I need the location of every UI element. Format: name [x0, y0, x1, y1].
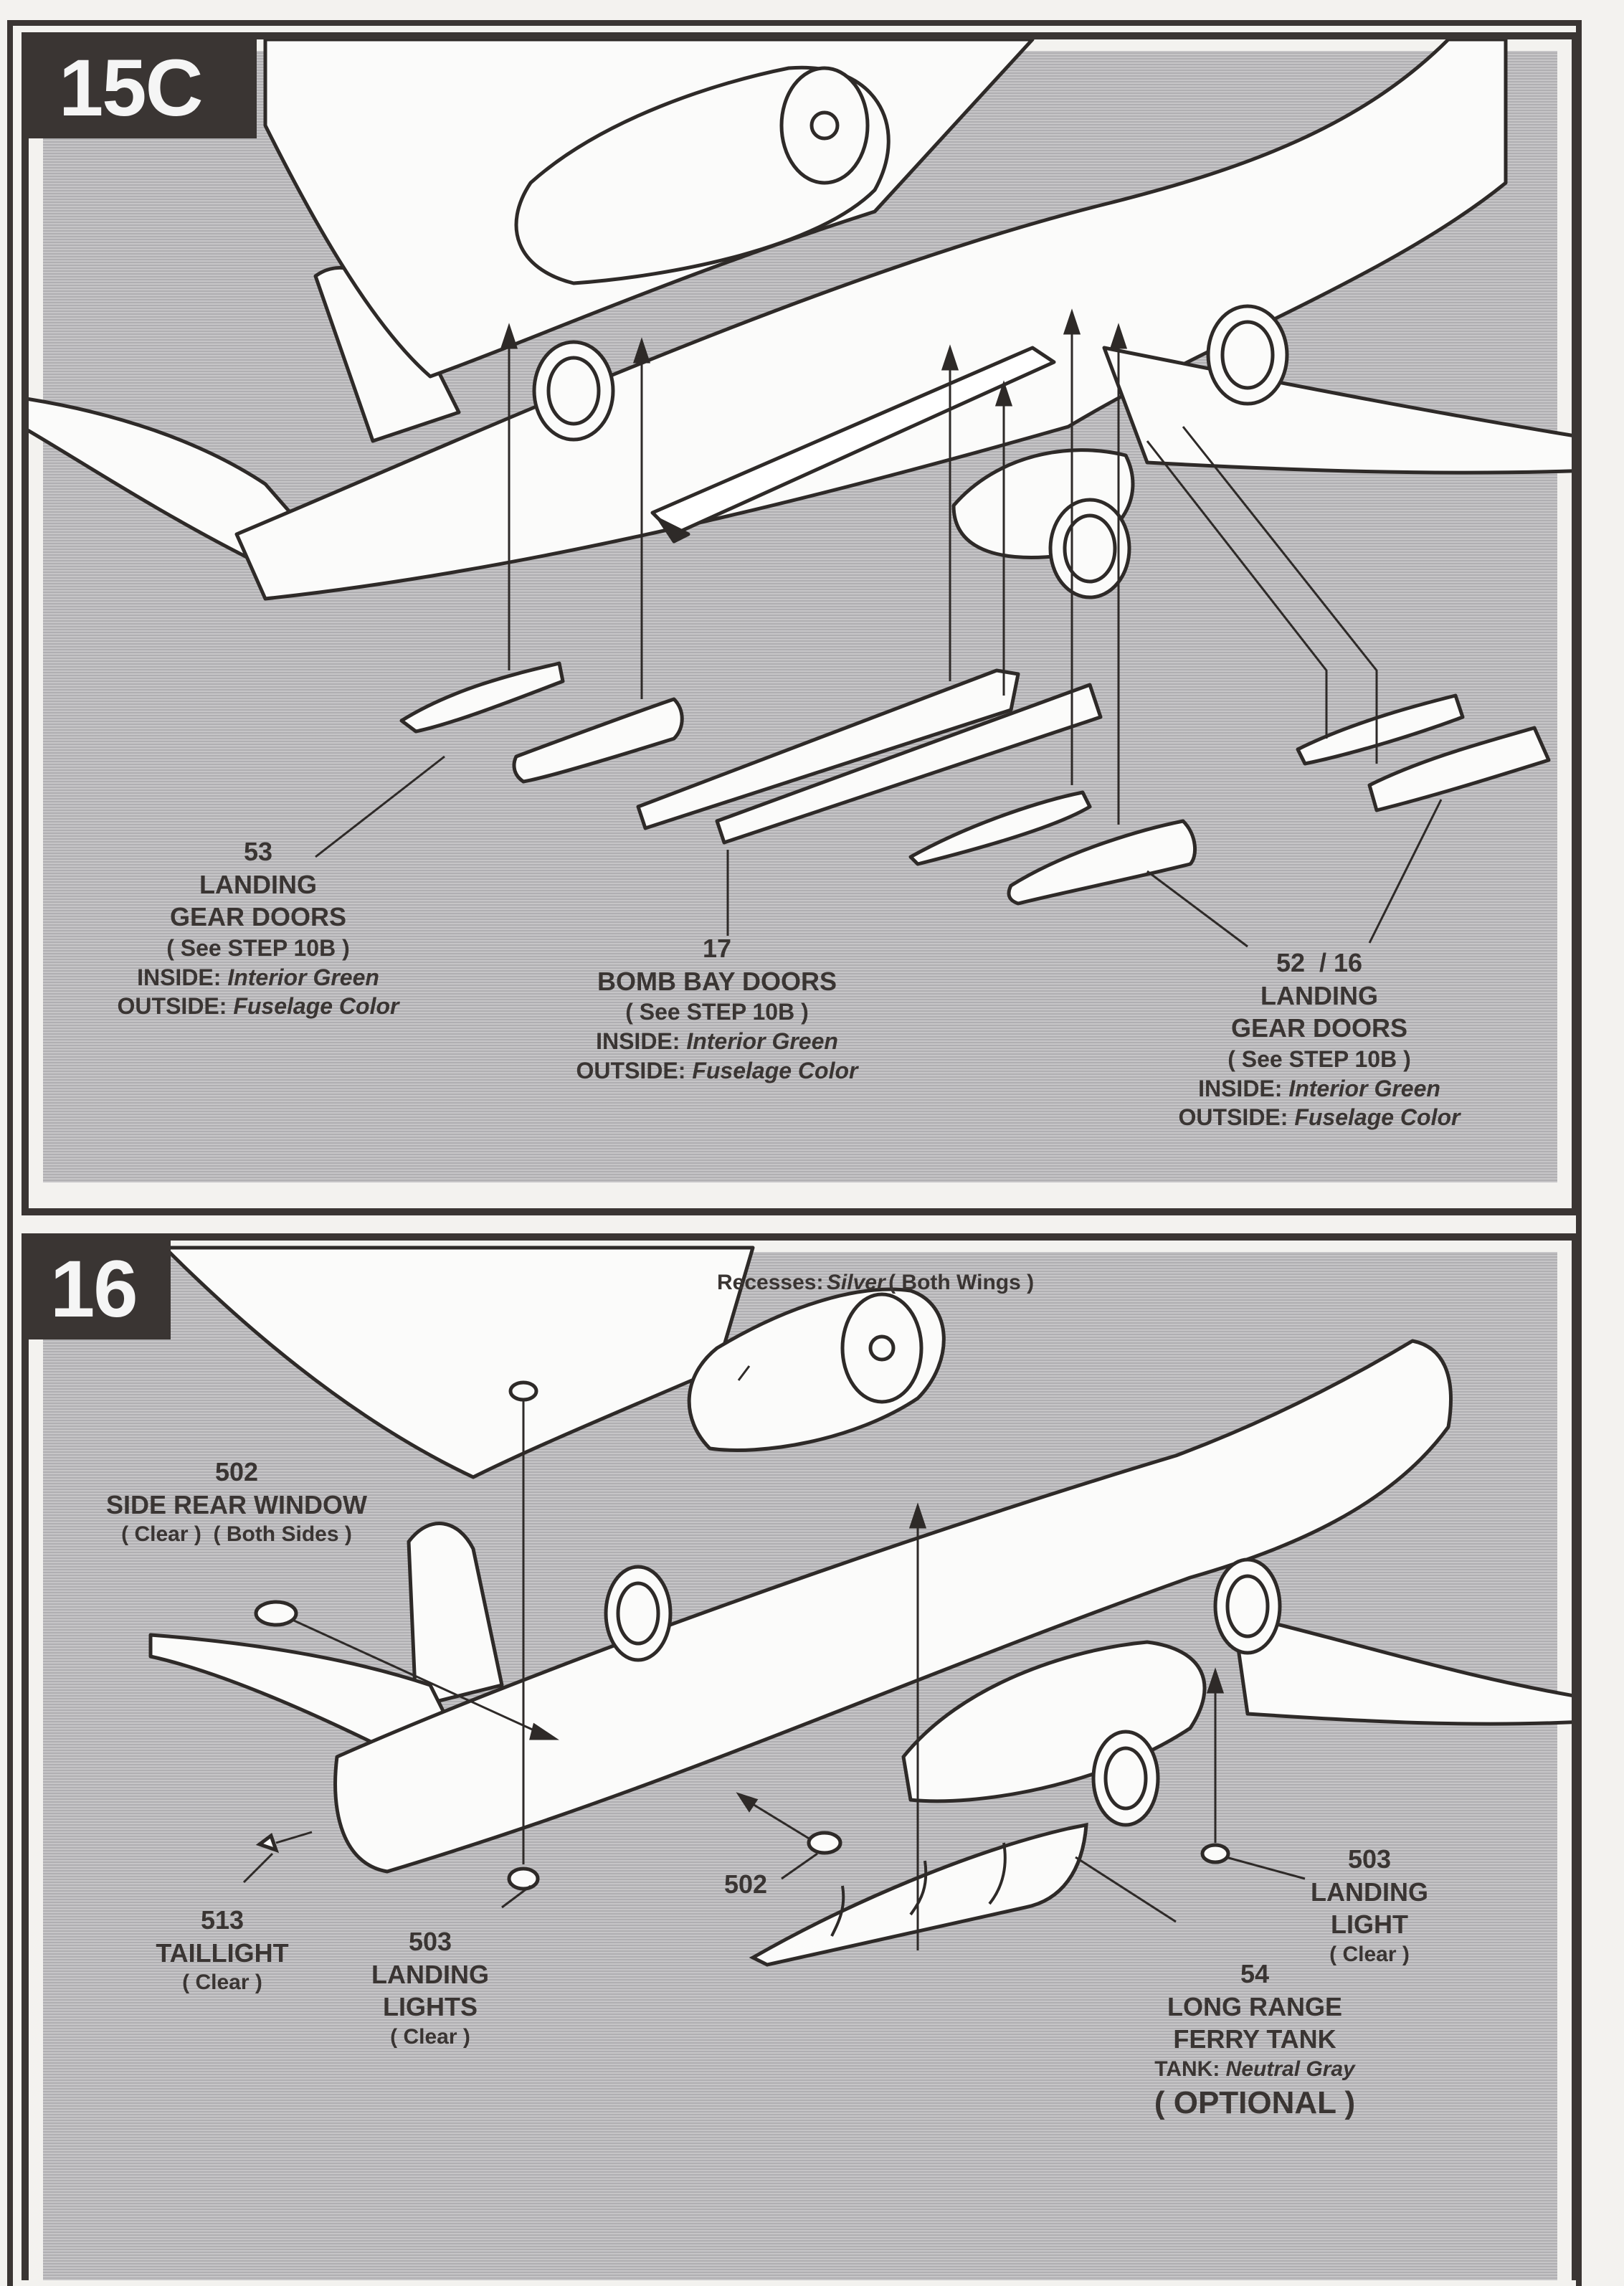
step-number-badge: 15C — [27, 38, 257, 138]
part-note: ( Clear ) ( Both Sides ) — [121, 1522, 352, 1547]
part-note: ( Clear ) — [390, 2025, 470, 2049]
fuselage — [234, 39, 1508, 601]
fuselage — [333, 1339, 1453, 1874]
part-54-ferry-tank — [749, 1822, 1088, 1967]
right-wing — [1102, 346, 1572, 475]
outside-paint: OUTSIDE: Fuselage Color — [576, 1057, 858, 1083]
part-name: LONG RANGE — [1167, 1991, 1342, 2021]
tank-paint: TANK: Neutral Gray — [1154, 2057, 1355, 2082]
step-reference: ( See STEP 10B ) — [166, 935, 350, 962]
callout-part-502-side-rear-window: 502 SIDE REAR WINDOW ( Clear ) ( Both Si… — [79, 1456, 394, 1549]
part-name: FERRY TANK — [1173, 2024, 1336, 2054]
step-16-panel: 16 — [22, 1233, 1579, 2280]
callout-part-17: 17 BOMB BAY DOORS ( See STEP 10B ) INSID… — [523, 932, 911, 1085]
part-name: LANDING — [199, 869, 317, 899]
recess — [508, 1380, 538, 1402]
callout-part-503-landing-lights: 503 LANDING LIGHTS ( Clear ) — [344, 1925, 516, 2051]
part-name: GEAR DOORS — [169, 902, 347, 932]
part-16b-gear-door — [1367, 726, 1551, 812]
inside-paint: INSIDE: Interior Green — [137, 964, 379, 990]
left-wing — [163, 1246, 755, 1479]
part-name: SIDE REAR WINDOW — [106, 1489, 367, 1519]
part-note: ( Clear ) — [1329, 1943, 1410, 1967]
step-16-illustration — [148, 1246, 1572, 1967]
part-name: LANDING — [1260, 980, 1378, 1010]
part-name: GEAR DOORS — [1230, 1013, 1408, 1043]
leader-52-16-a — [1146, 870, 1248, 948]
right-wing — [1231, 1611, 1572, 1726]
part-name: LANDING — [1311, 1877, 1428, 1907]
step-number-badge: 16 — [27, 1239, 171, 1339]
callout-part-52-16: 52 / 16 LANDING GEAR DOORS ( See STEP 10… — [1126, 947, 1513, 1132]
inside-paint: INSIDE: Interior Green — [596, 1028, 838, 1055]
engine-nacelle-right — [901, 1640, 1207, 1803]
inside-paint: INSIDE: Interior Green — [1198, 1075, 1440, 1101]
part-502-window — [807, 1831, 842, 1855]
part-502-side-window — [254, 1600, 298, 1627]
part-53-gear-door — [399, 661, 565, 734]
part-17-bomb-bay-door-b — [715, 683, 1103, 845]
part-number: 53 — [243, 837, 273, 866]
callout-part-503-landing-light: 503 LANDING LIGHT ( Clear ) — [1298, 1843, 1441, 1968]
part-number: 513 — [200, 1905, 244, 1935]
part-52-gear-door — [908, 790, 1092, 866]
part-number: 502 — [214, 1457, 259, 1486]
outside-paint: OUTSIDE: Fuselage Color — [1178, 1104, 1461, 1131]
callout-part-54-ferry-tank: 54 LONG RANGE FERRY TANK TANK: Neutral G… — [1104, 1958, 1405, 2123]
callout-part-502-window: 502 — [703, 1868, 789, 1901]
part-note: ( Clear ) — [182, 1970, 262, 1995]
page-border — [7, 20, 1582, 2286]
part-503-landing-light-right — [1200, 1843, 1230, 1864]
part-number: 54 — [1240, 1959, 1270, 1988]
part-52b-gear-door — [1296, 693, 1465, 766]
part-number: 52 / 16 — [1276, 948, 1363, 977]
part-513-taillight — [255, 1832, 280, 1854]
part-name: LIGHTS — [383, 1992, 478, 2022]
part-503-landing-light — [507, 1867, 540, 1891]
tail-fin — [407, 1522, 504, 1709]
part-name: BOMB BAY DOORS — [597, 966, 837, 996]
part-name: LIGHT — [1331, 1910, 1408, 1940]
part-number: 502 — [723, 1869, 768, 1899]
part-53b-gear-door — [512, 697, 684, 784]
step-reference: ( See STEP 10B ) — [1228, 1046, 1411, 1073]
optional-label: ( OPTIONAL ) — [1154, 2085, 1356, 2121]
part-name: TAILLIGHT — [156, 1938, 289, 1968]
part-17-bomb-bay-door-a — [636, 668, 1020, 830]
callout-part-53: 53 LANDING GEAR DOORS ( See STEP 10B ) I… — [72, 835, 445, 1021]
leader-53 — [315, 755, 445, 858]
part-number: 17 — [702, 934, 732, 963]
step-reference: ( See STEP 10B ) — [625, 999, 809, 1025]
part-number: 503 — [1347, 1844, 1392, 1874]
part-name: LANDING — [371, 1959, 489, 1989]
callout-part-513-taillight: 513 TAILLIGHT ( Clear ) — [136, 1904, 308, 1997]
part-16-gear-door — [1007, 819, 1197, 906]
step-15c-panel: 15C — [22, 32, 1579, 1215]
recesses-note: Recesses: Silver ( Both Wings ) — [717, 1271, 1035, 1294]
outside-paint: OUTSIDE: Fuselage Color — [117, 993, 399, 1020]
step-15c-illustration — [29, 39, 1572, 948]
leader-52-16-b — [1368, 799, 1443, 944]
part-number: 503 — [408, 1927, 452, 1956]
